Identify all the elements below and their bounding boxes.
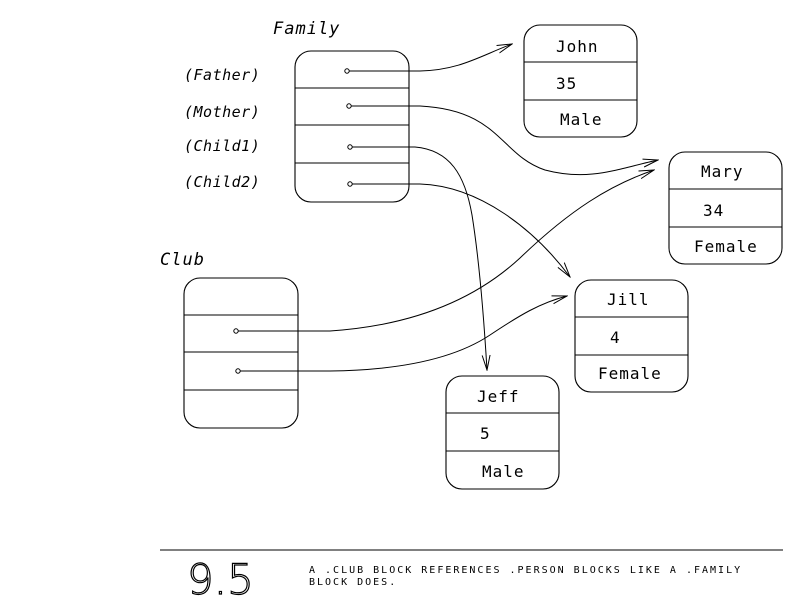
john-sex: Male — [560, 110, 603, 129]
person-block-jill: Jill 4 Female — [574, 279, 689, 393]
family-block — [294, 50, 410, 203]
jeff-sex: Male — [482, 462, 525, 481]
arrow-club-to-mary — [236, 170, 654, 332]
caption-line-1: A .CLUB BLOCK REFERENCES .PERSON BLOCKS … — [309, 565, 742, 576]
mary-age: 34 — [703, 201, 724, 220]
john-name: John — [556, 37, 599, 56]
arrow-father-to-john — [347, 44, 512, 72]
jill-name: Jill — [607, 290, 650, 309]
mary-sex: Female — [694, 237, 758, 256]
jeff-age: 5 — [480, 424, 491, 443]
person-block-mary: Mary 34 Female — [668, 151, 783, 265]
slot-label-mother: (Mother) — [184, 103, 260, 121]
family-title: Family — [273, 19, 340, 39]
slot-label-child2: (Child2) — [184, 173, 260, 191]
jill-sex: Female — [598, 364, 662, 383]
arrow-mother-to-mary — [349, 105, 658, 176]
arrow-child1-to-jeff — [350, 146, 487, 370]
slot-dot-child2 — [347, 181, 353, 187]
john-age: 35 — [556, 74, 577, 93]
arrow-child2-to-jill — [350, 183, 570, 277]
arrow-club-to-jill — [238, 296, 567, 372]
club-title: Club — [160, 250, 205, 270]
figure-number: 9.5 — [187, 555, 254, 604]
slot-dot-mother — [346, 103, 352, 109]
mary-name: Mary — [701, 162, 744, 181]
caption-line-2: BLOCK DOES. — [309, 577, 397, 588]
slot-dot-child1 — [347, 144, 353, 150]
club-block — [183, 277, 299, 429]
slot-dot-father — [344, 68, 350, 74]
jill-age: 4 — [610, 328, 621, 347]
slot-label-father: (Father) — [184, 66, 260, 84]
slot-label-child1: (Child1) — [184, 137, 260, 155]
jeff-name: Jeff — [477, 387, 520, 406]
club-dot-1 — [233, 328, 239, 334]
person-block-jeff: Jeff 5 Male — [445, 375, 560, 490]
club-dot-2 — [235, 368, 241, 374]
person-block-john: John 35 Male — [523, 24, 638, 138]
